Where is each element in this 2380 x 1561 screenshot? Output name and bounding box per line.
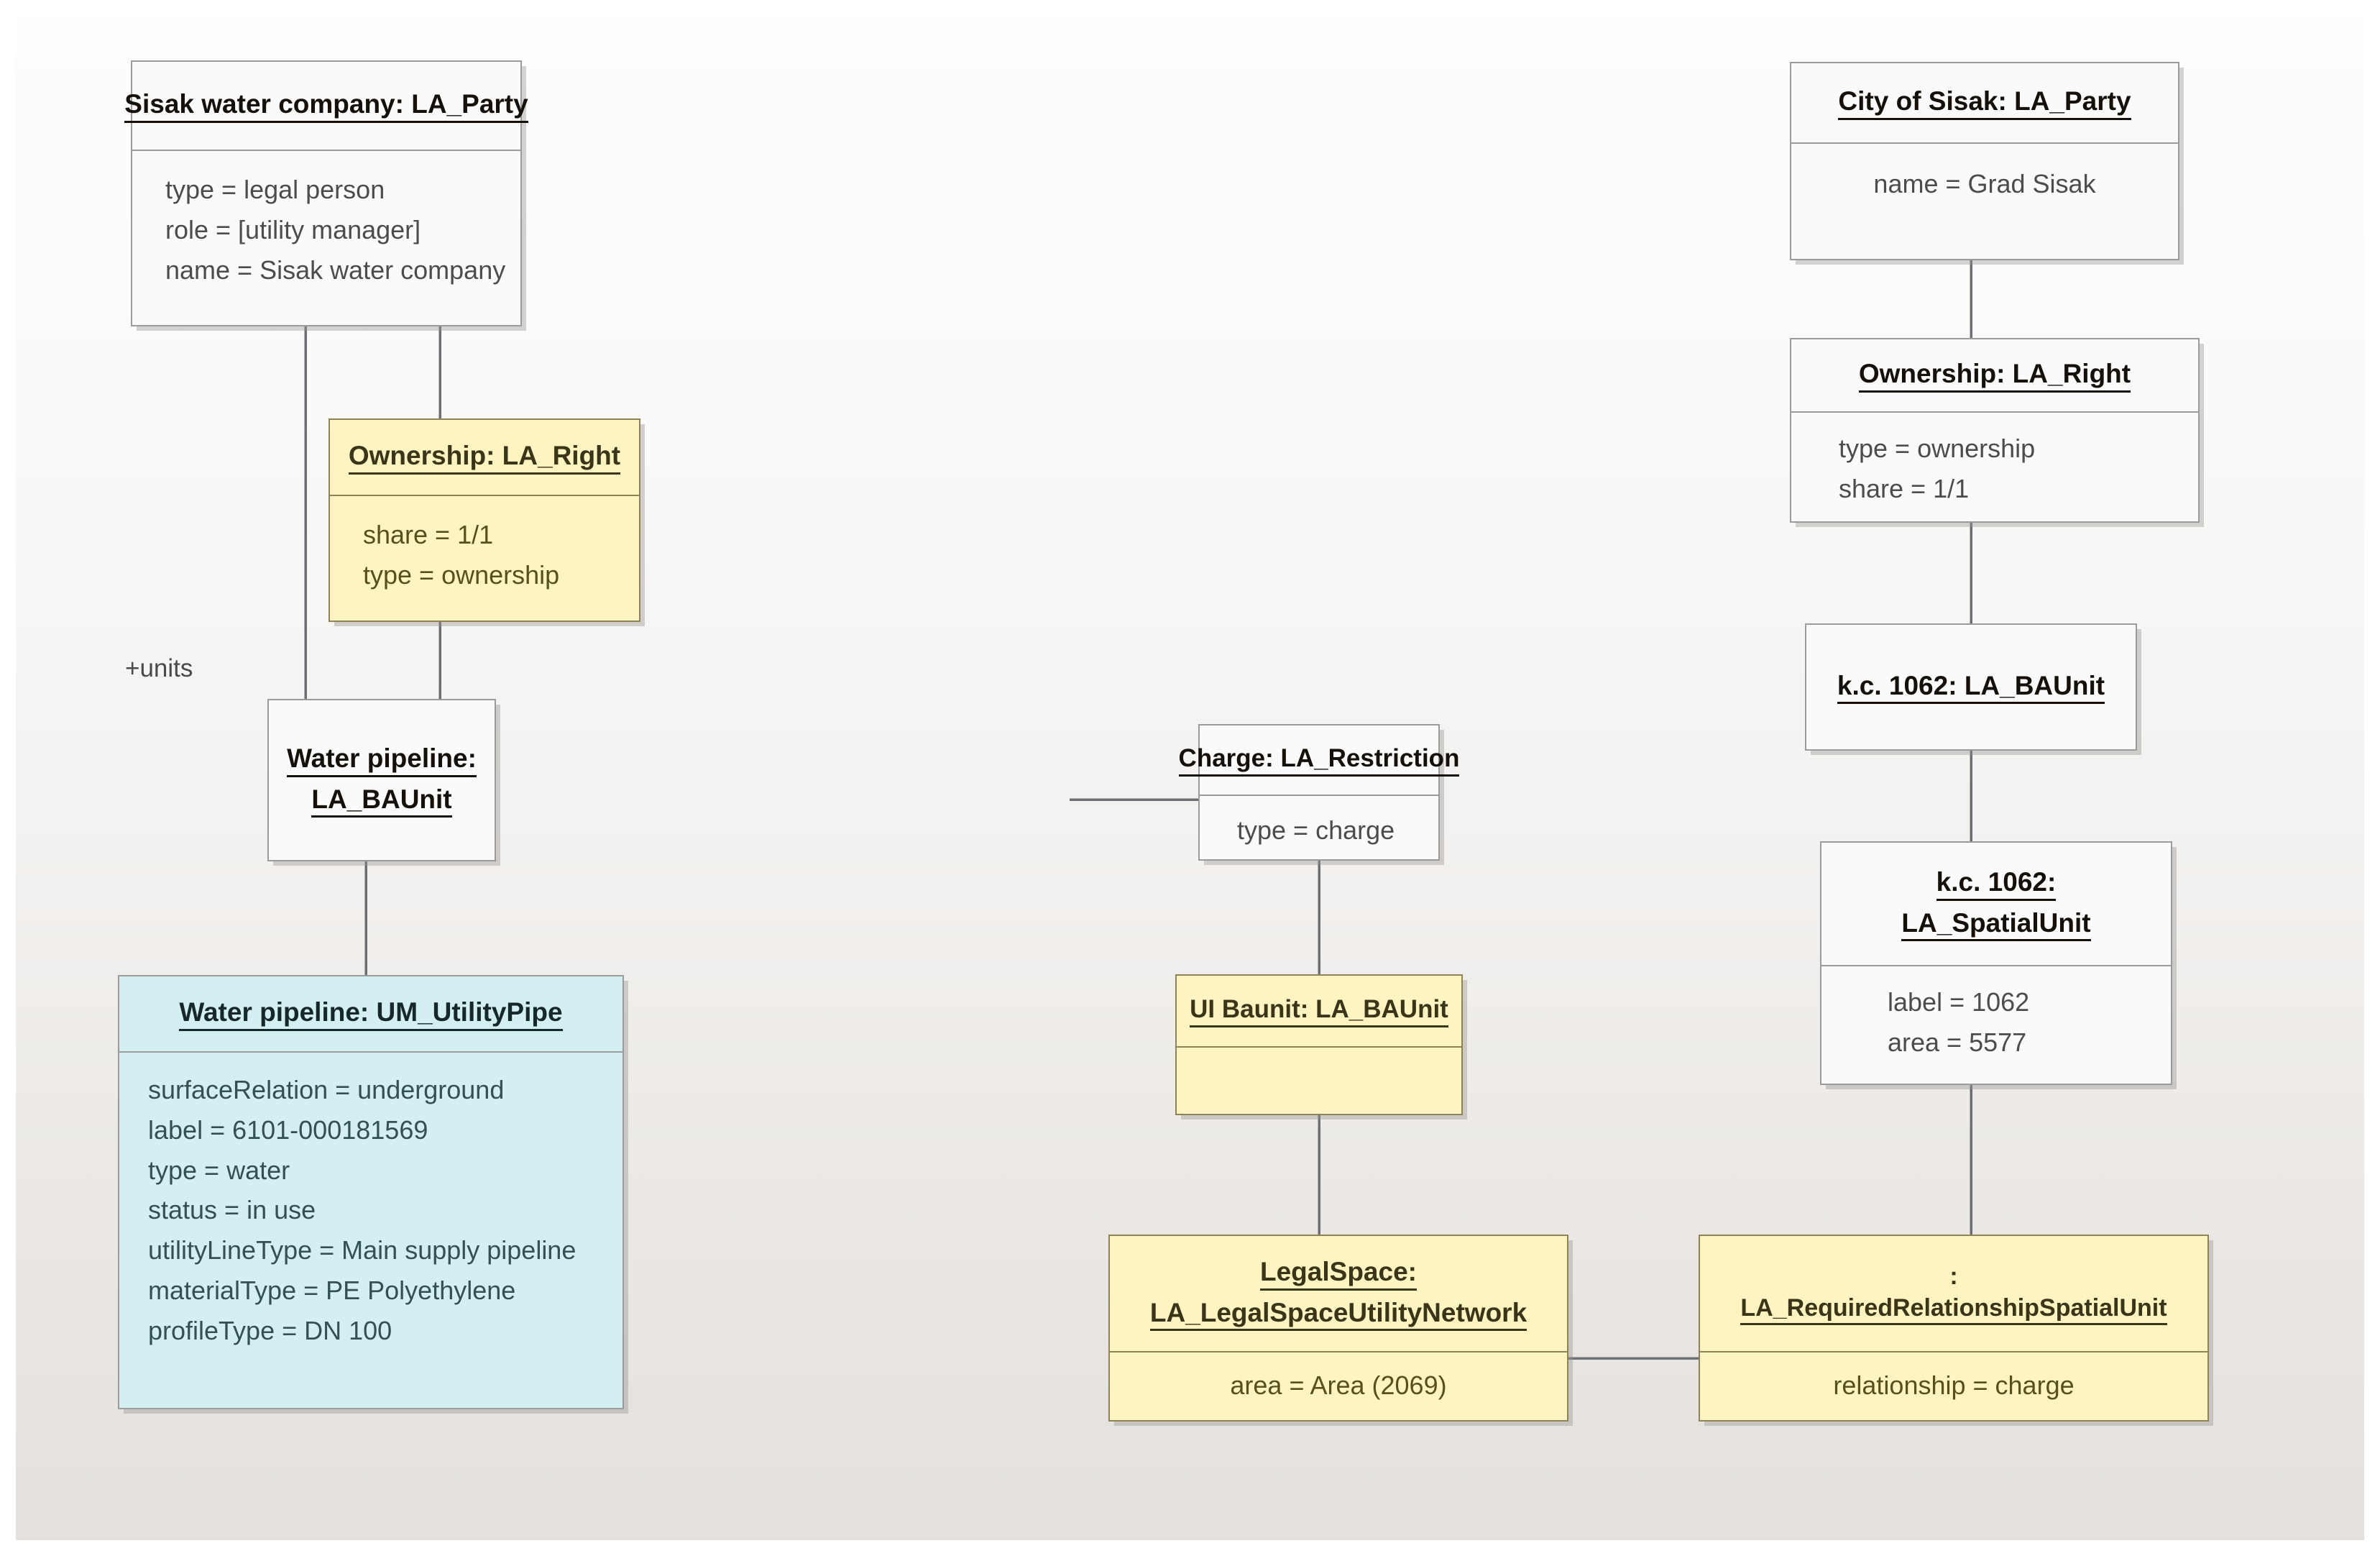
object-legal-space[interactable]: LegalSpace: LA_LegalSpaceUtilityNetwork …: [1108, 1235, 1568, 1422]
attribute-row: label = 6101-000181569: [148, 1114, 428, 1145]
attribute-row: name = Sisak water company: [165, 255, 506, 285]
attribute-compartment: type = ownership share = 1/1: [1791, 413, 2198, 509]
object-title: : LA_RequiredRelationshipSpatialUnit: [1700, 1236, 2207, 1351]
attribute-compartment: area = Area (2069): [1110, 1352, 1567, 1406]
compartment-separator: [330, 495, 639, 496]
attribute-row: relationship = charge: [1833, 1370, 2075, 1400]
object-kc1062-baunit[interactable]: k.c. 1062: LA_BAUnit: [1805, 623, 2137, 751]
attribute-row: type = water: [148, 1155, 290, 1185]
attribute-compartment: name = Grad Sisak: [1791, 144, 2178, 204]
attribute-row: type = legal person: [165, 175, 385, 204]
attribute-row: share = 1/1: [363, 520, 494, 549]
attribute-row: surfaceRelation = underground: [148, 1075, 505, 1104]
attribute-row: type = ownership: [363, 559, 560, 590]
attribute-row: role = [utility manager]: [165, 214, 421, 244]
connector-layer: [304, 260, 1972, 1360]
compartment-separator: [1791, 411, 2198, 413]
attribute-row: type = ownership: [1839, 434, 2036, 463]
compartment-separator: [1821, 965, 2171, 966]
object-title: City of Sisak: LA_Party: [1791, 63, 2178, 142]
diagram-canvas: +units Sisak water company: LA_Party typ…: [16, 16, 2364, 1540]
attribute-row: label = 1062: [1888, 987, 2030, 1017]
object-ownership-left[interactable]: Ownership: LA_Right share = 1/1 type = o…: [328, 418, 640, 622]
object-required-relationship-spatialunit[interactable]: : LA_RequiredRelationshipSpatialUnit rel…: [1699, 1235, 2209, 1422]
attribute-compartment: label = 1062 area = 5577: [1821, 966, 2171, 1063]
attribute-compartment: type = charge: [1200, 796, 1438, 851]
object-title: Ownership: LA_Right: [1791, 339, 2198, 411]
object-charge-restriction[interactable]: Charge: LA_Restriction type = charge: [1178, 724, 1460, 861]
object-title: UI Baunit: LA_BAUnit: [1177, 976, 1461, 1046]
attribute-row: utilityLineType = Main supply pipeline: [148, 1235, 576, 1265]
object-sisak-water-company[interactable]: Sisak water company: LA_Party type = leg…: [124, 60, 528, 326]
object-city-of-sisak[interactable]: City of Sisak: LA_Party name = Grad Sisa…: [1790, 62, 2179, 260]
attribute-row: materialType = PE Polyethylene: [148, 1275, 516, 1305]
object-title: Water pipeline: LA_BAUnit: [269, 700, 495, 860]
attribute-compartment: surfaceRelation = underground label = 61…: [119, 1053, 622, 1351]
object-title: Ownership: LA_Right: [330, 420, 639, 495]
object-water-pipeline-utilitypipe[interactable]: Water pipeline: UM_UtilityPipe surfaceRe…: [118, 975, 624, 1409]
compartment-separator: [1700, 1351, 2207, 1352]
object-title: k.c. 1062: LA_SpatialUnit: [1821, 843, 2171, 965]
object-title: k.c. 1062: LA_BAUnit: [1806, 625, 2136, 749]
attribute-row: area = Area (2069): [1230, 1370, 1447, 1400]
object-water-pipeline-baunit[interactable]: Water pipeline: LA_BAUnit: [267, 699, 496, 861]
compartment-separator: [1177, 1046, 1461, 1048]
attribute-row: name = Grad Sisak: [1873, 169, 2096, 198]
attribute-compartment: relationship = charge: [1700, 1352, 2207, 1406]
attribute-row: area = 5577: [1888, 1027, 2027, 1057]
object-title: Sisak water company: LA_Party: [124, 62, 528, 150]
edge-label-units: +units: [125, 654, 193, 682]
compartment-separator: [1200, 795, 1438, 796]
object-title: Charge: LA_Restriction: [1178, 725, 1460, 795]
compartment-separator: [119, 1051, 622, 1053]
object-ui-baunit[interactable]: UI Baunit: LA_BAUnit: [1175, 974, 1463, 1115]
attribute-row: status = in use: [148, 1195, 316, 1225]
compartment-separator: [1791, 142, 2178, 144]
compartment-separator: [132, 150, 520, 151]
attribute-compartment: share = 1/1 type = ownership: [330, 496, 639, 595]
object-title: Water pipeline: UM_UtilityPipe: [119, 976, 622, 1051]
attribute-row: type = charge: [1237, 815, 1395, 845]
object-ownership-right[interactable]: Ownership: LA_Right type = ownership sha…: [1790, 338, 2200, 523]
attribute-row: share = 1/1: [1839, 473, 1970, 503]
compartment-separator: [1110, 1351, 1567, 1352]
attribute-compartment: type = legal person role = [utility mana…: [132, 151, 520, 290]
object-kc1062-spatialunit[interactable]: k.c. 1062: LA_SpatialUnit label = 1062 a…: [1820, 841, 2172, 1085]
attribute-row: profileType = DN 100: [148, 1315, 392, 1345]
object-title: LegalSpace: LA_LegalSpaceUtilityNetwork: [1110, 1236, 1567, 1351]
